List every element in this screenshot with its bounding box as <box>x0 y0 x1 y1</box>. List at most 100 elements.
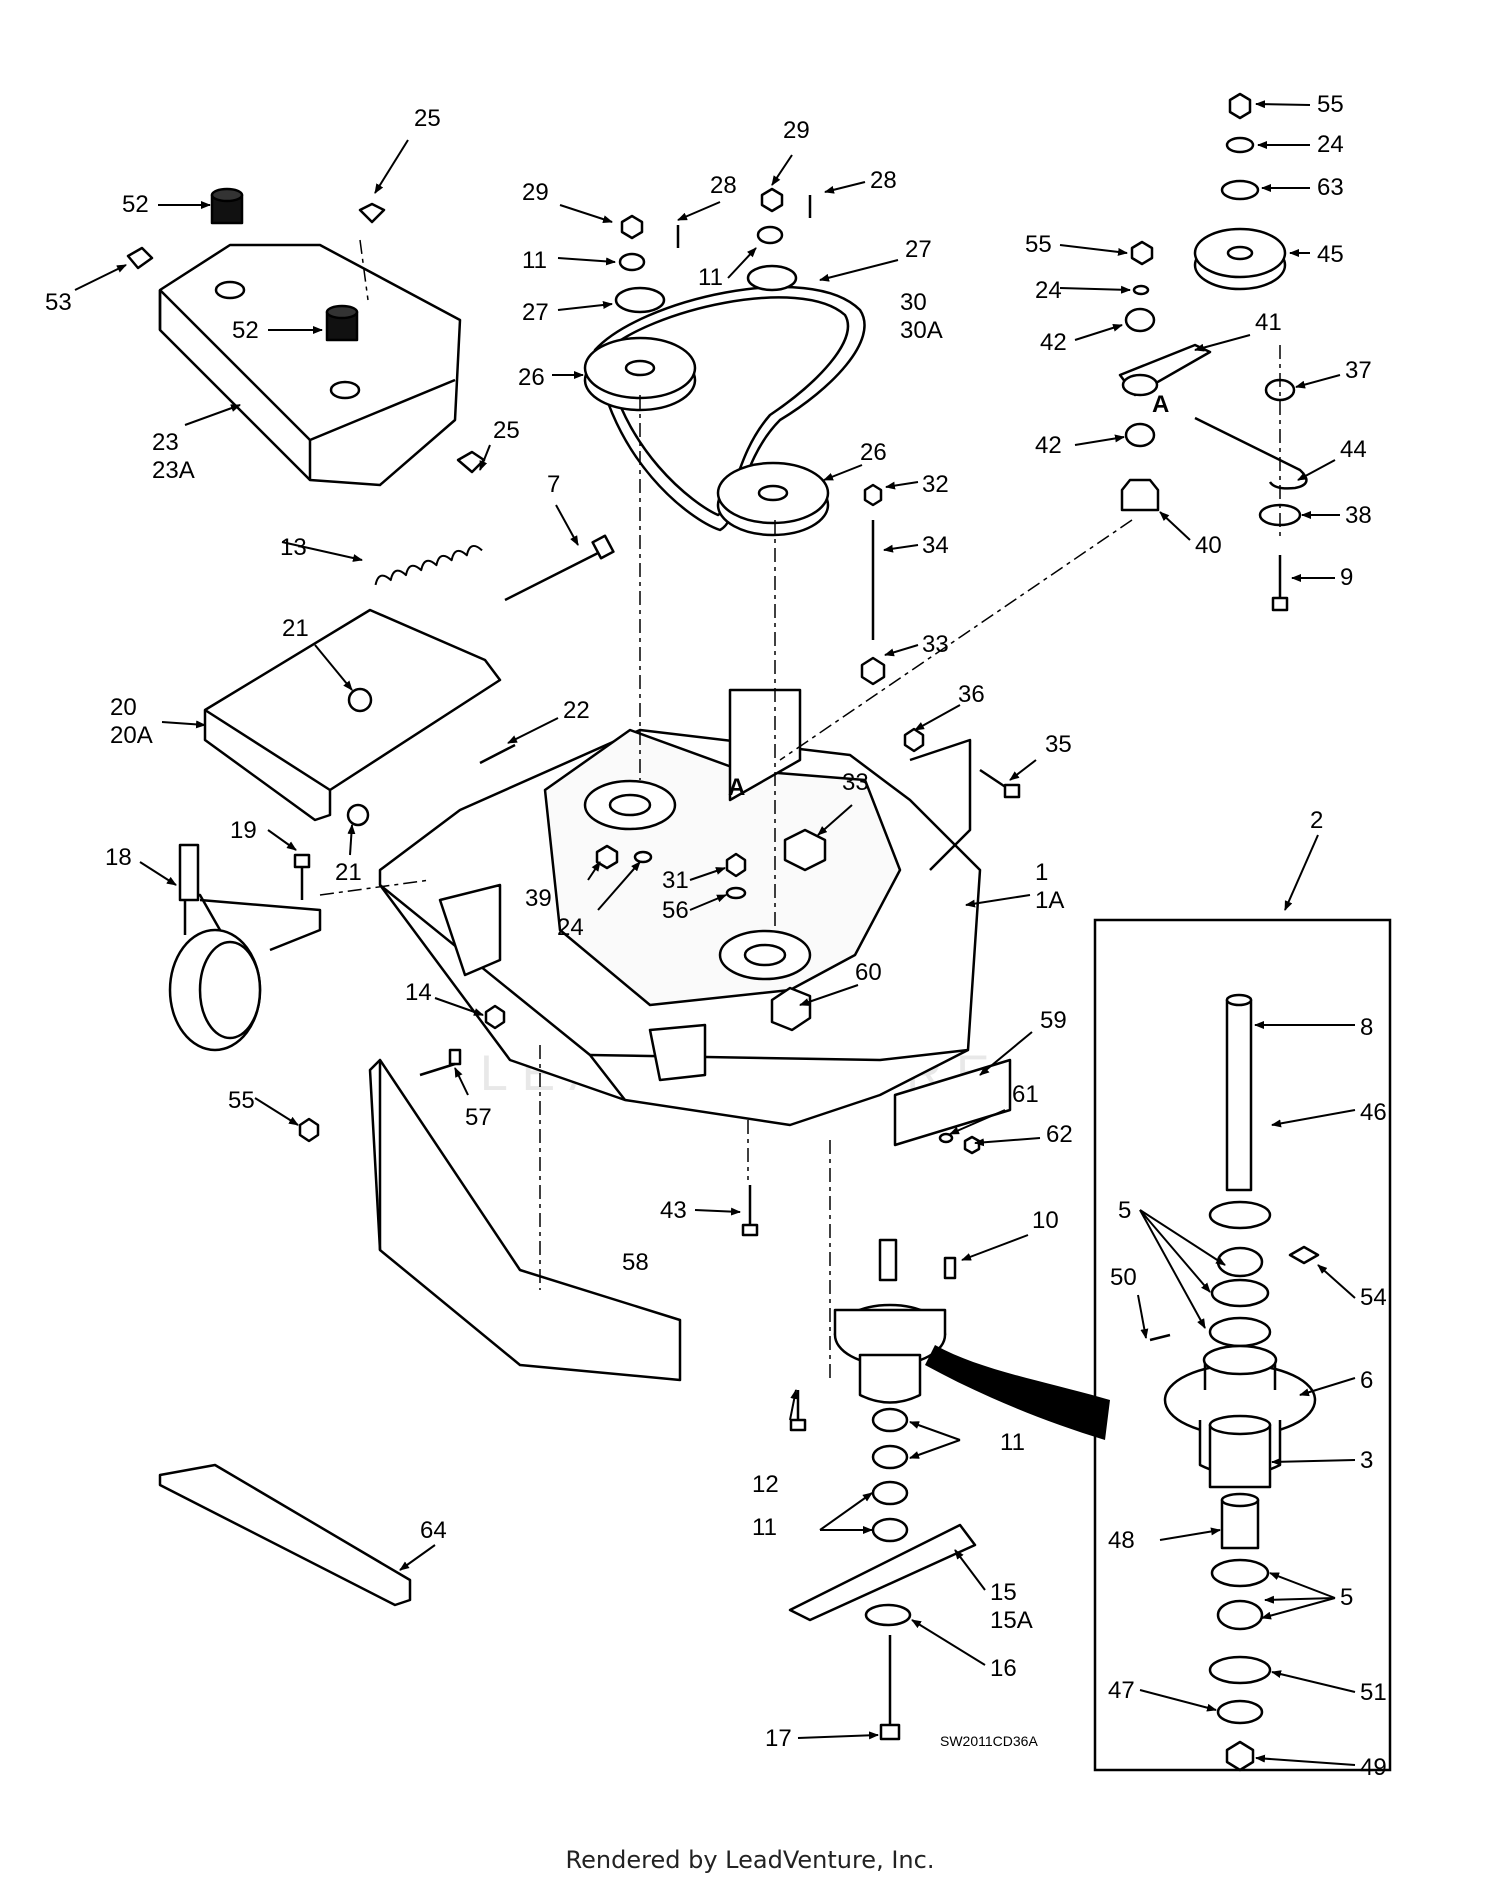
spindle-detail-box <box>1093 918 1392 1772</box>
callout-13: 13 <box>280 534 307 561</box>
grease-fitting <box>1288 1245 1320 1265</box>
callout-6: 6 <box>1360 1367 1373 1394</box>
callout-21: 21 <box>282 615 309 642</box>
callout-32: 32 <box>922 471 949 498</box>
callout-47: 47 <box>1108 1677 1135 1704</box>
callout-25: 25 <box>414 105 441 132</box>
callout-23: 23 <box>152 429 179 456</box>
callout-51: 51 <box>1360 1679 1387 1706</box>
callout-20: 20 <box>110 694 137 721</box>
callout-42: 42 <box>1040 329 1067 356</box>
bushing <box>1120 478 1160 512</box>
mower-blade <box>788 1523 977 1622</box>
washer <box>1220 179 1260 201</box>
idler-rod <box>1194 416 1308 490</box>
callout-29: 29 <box>783 117 810 144</box>
callout-7: 7 <box>547 471 560 498</box>
key <box>943 1256 957 1280</box>
callout-50: 50 <box>1110 1264 1137 1291</box>
callout-61: 61 <box>1012 1081 1039 1108</box>
footer-credit: Rendered by LeadVenture, Inc. <box>565 1846 935 1874</box>
bolt <box>419 1048 462 1077</box>
seal <box>1208 1655 1272 1685</box>
bearing-retainer <box>1216 1699 1264 1725</box>
callout-21: 21 <box>335 859 362 886</box>
callout-8: 8 <box>1360 1014 1373 1041</box>
bolt <box>979 768 1021 799</box>
callout-35: 35 <box>1045 731 1072 758</box>
spindle-pulley <box>716 461 830 537</box>
hex-nut <box>484 1004 506 1030</box>
callout-37: 37 <box>1345 357 1372 384</box>
callout-26: 26 <box>518 364 545 391</box>
callout-30a: 30A <box>900 317 943 344</box>
drive-belt <box>593 285 866 532</box>
washer <box>1225 136 1255 154</box>
callout-5: 5 <box>1340 1584 1353 1611</box>
foam-plug <box>325 304 359 342</box>
callout-14: 14 <box>405 979 432 1006</box>
callout-49: 49 <box>1360 1754 1387 1781</box>
callout-19: 19 <box>230 817 257 844</box>
hex-nut <box>963 1135 981 1155</box>
callout-52: 52 <box>122 191 149 218</box>
callout-15a: 15A <box>990 1607 1033 1634</box>
idler-pulley <box>1193 227 1287 291</box>
inner-spacer <box>1220 1492 1260 1550</box>
callout-27: 27 <box>522 299 549 326</box>
spindle-pulley <box>583 336 697 412</box>
callout-16: 16 <box>990 1655 1017 1682</box>
callout-52: 52 <box>232 317 259 344</box>
detail-marker-a: A <box>1152 391 1169 418</box>
idler-bracket <box>203 608 502 822</box>
washer <box>1132 284 1150 296</box>
callout-20a: 20A <box>110 722 153 749</box>
diagram-code: SW2011CD36A <box>940 1733 1038 1749</box>
callout-1a: 1A <box>1035 887 1064 914</box>
callout-2: 2 <box>1310 807 1323 834</box>
spacer <box>756 225 784 245</box>
callout-56: 56 <box>662 897 689 924</box>
spacer <box>871 1444 909 1470</box>
callout-28: 28 <box>870 167 897 194</box>
callout-15: 15 <box>990 1579 1017 1606</box>
callout-59: 59 <box>1040 1007 1067 1034</box>
callout-63: 63 <box>1317 174 1344 201</box>
bearing-cup <box>1210 1558 1270 1588</box>
washer <box>938 1132 954 1144</box>
spacer <box>871 1517 909 1543</box>
callout-43: 43 <box>660 1197 687 1224</box>
callout-27: 27 <box>905 236 932 263</box>
callout-34: 34 <box>922 532 949 559</box>
bearing-cone <box>1216 1246 1264 1278</box>
bolt <box>789 1390 807 1432</box>
callout-62: 62 <box>1046 1121 1073 1148</box>
callout-55: 55 <box>228 1087 255 1114</box>
callout-54: 54 <box>1360 1284 1387 1311</box>
callout-9: 9 <box>1340 564 1353 591</box>
bearing-cone <box>1216 1599 1264 1631</box>
callout-55: 55 <box>1025 231 1052 258</box>
pulley-hub <box>746 264 798 292</box>
callout-1: 1 <box>1035 859 1048 886</box>
blade-bolt <box>879 1635 901 1741</box>
callout-23a: 23A <box>152 457 195 484</box>
hex-nut <box>725 852 747 878</box>
callout-24: 24 <box>1317 131 1344 158</box>
washer <box>864 1603 912 1627</box>
hex-nut <box>595 844 619 870</box>
callout-31: 31 <box>662 867 689 894</box>
bolt <box>504 534 615 602</box>
callout-11: 11 <box>522 247 547 274</box>
callout-42: 42 <box>1035 432 1062 459</box>
detail-marker-a: A <box>728 774 745 801</box>
adjustment-stud <box>860 483 886 686</box>
callout-44: 44 <box>1340 436 1367 463</box>
callout-10: 10 <box>1032 1207 1059 1234</box>
callout-26: 26 <box>860 439 887 466</box>
nut <box>347 687 373 713</box>
callout-11: 11 <box>698 264 723 291</box>
caster-wheel <box>168 843 322 1052</box>
spacer <box>1124 422 1156 448</box>
callout-12: 12 <box>752 1471 779 1498</box>
